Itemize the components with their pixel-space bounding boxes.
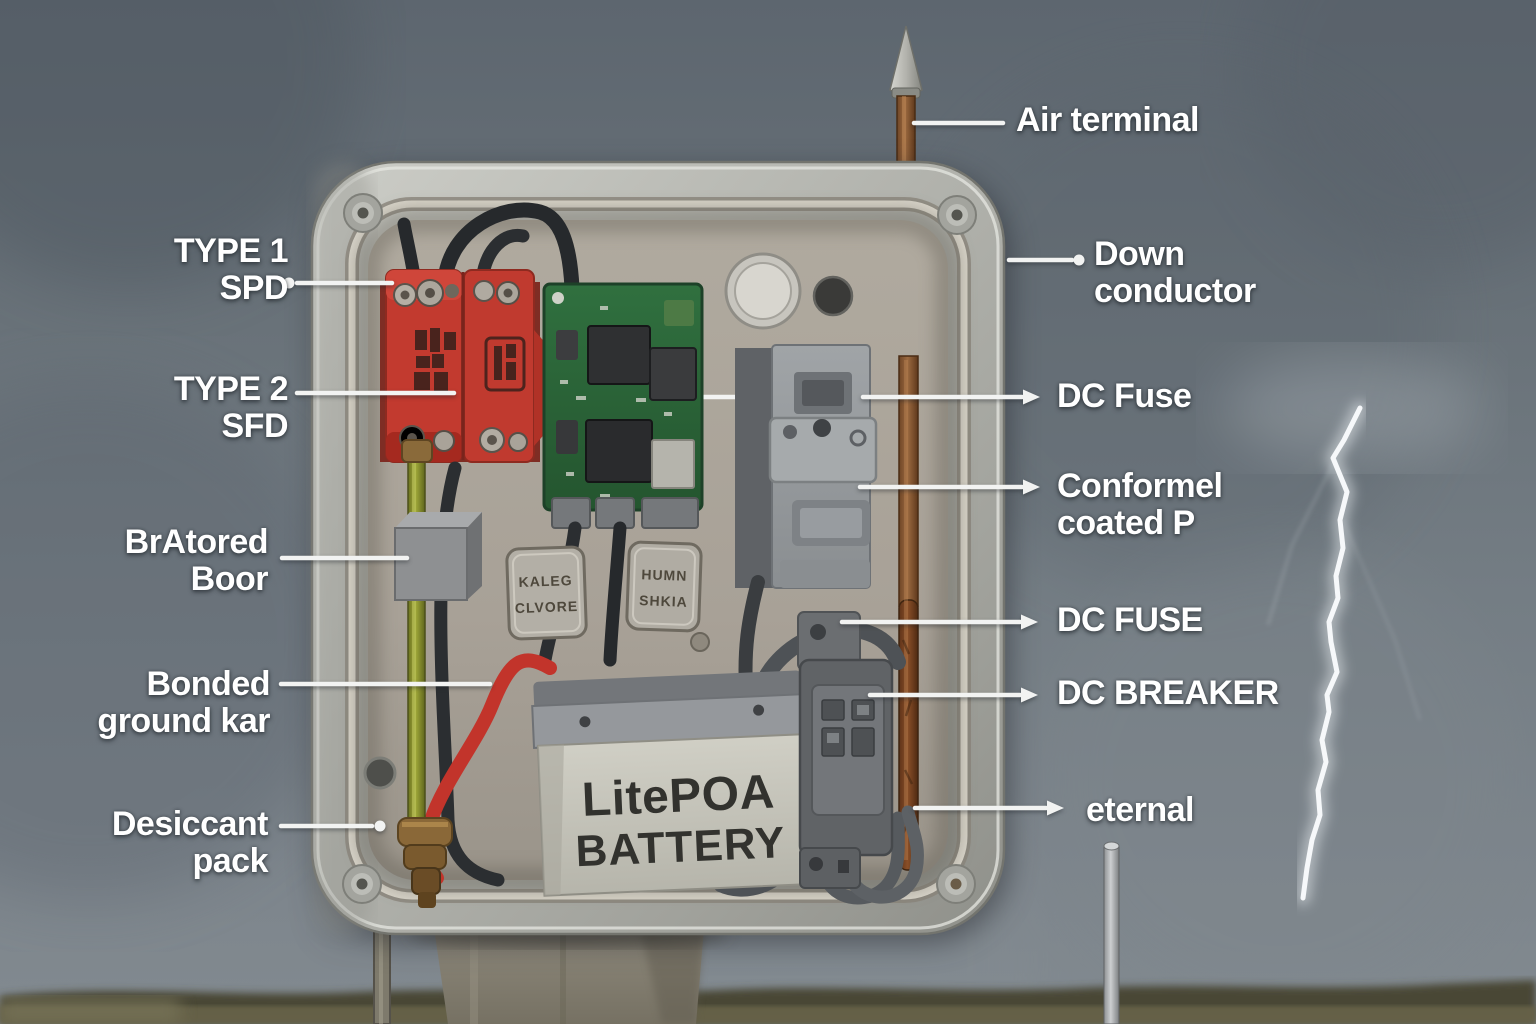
label-air-terminal: Air terminal <box>1016 102 1199 139</box>
spd-markings <box>414 328 526 392</box>
leader-dc-breaker <box>867 687 1038 703</box>
label-line: Desiccant <box>111 805 269 843</box>
label-desiccant-pack: Desiccant pack <box>20 805 269 880</box>
screw-icon <box>342 864 382 904</box>
label-dc-fuse-caps: DC FUSE <box>1057 602 1203 639</box>
label-line: DC Fuse <box>1057 377 1192 415</box>
label-line: Air terminal <box>1016 101 1199 139</box>
label-bratored-boor: BrAtored Boor <box>20 523 269 598</box>
relay-block-left: KALEG CLVORE <box>505 545 588 641</box>
label-line: Down <box>1094 235 1185 273</box>
screw-icon <box>343 193 383 233</box>
corner-screws <box>342 193 977 904</box>
leader-lines <box>278 120 1085 832</box>
screw-icon <box>936 864 976 904</box>
label-conformel-coated-p: Conformel coated P <box>1057 468 1223 542</box>
screw-icon <box>937 195 977 235</box>
battery-brand: LitePOA <box>581 766 776 827</box>
label-line: ground kar <box>97 702 270 740</box>
leader-down-conductor <box>1006 254 1085 266</box>
pcb-connectors <box>551 497 699 529</box>
label-line: TYPE 2 <box>173 370 289 408</box>
label-dc-breaker: DC BREAKER <box>1057 675 1279 712</box>
battery: LitePOA BATTERY <box>531 670 812 897</box>
label-line: SPD <box>219 269 289 307</box>
gland-knockout <box>724 252 802 330</box>
bonded-junction-block <box>394 439 482 843</box>
label-dc-fuse: DC Fuse <box>1057 377 1192 415</box>
dc-fuse-holder <box>735 344 878 589</box>
label-line: BrAtored <box>124 523 269 561</box>
leader-conformel <box>857 479 1040 495</box>
type1-spd-modules <box>380 269 548 463</box>
label-line: DC BREAKER <box>1057 674 1279 712</box>
battery-type: BATTERY <box>575 818 787 876</box>
relay-block-right: HUMN SHKIA <box>625 540 703 633</box>
circuit-board <box>542 282 704 529</box>
leader-desiccant <box>278 820 386 832</box>
label-line: eternal <box>1086 791 1195 829</box>
down-conductor-rod-inner <box>898 355 919 871</box>
vent-plug <box>363 756 397 790</box>
enclosure-inner-rim <box>345 197 971 903</box>
relay-left-line1: KALEG <box>518 572 573 590</box>
label-line: DC FUSE <box>1057 601 1203 639</box>
label-bonded-ground-kar: Bonded ground kar <box>14 666 270 740</box>
brass-ground-fitting <box>397 817 453 908</box>
label-line: TYPE 1 <box>173 232 289 270</box>
relay-right-line1: HUMN <box>641 566 688 584</box>
label-line: Conformel <box>1057 467 1223 505</box>
label-line: pack <box>192 842 269 880</box>
label-eternal: eternal <box>1086 791 1195 829</box>
push-button <box>812 275 854 317</box>
label-line: SFD <box>221 407 289 445</box>
spd-screws <box>393 279 528 453</box>
label-line: coated P <box>1057 504 1195 542</box>
leader-dc-fuse <box>860 389 1040 405</box>
leader-type1-spd <box>283 277 395 289</box>
relay-right-line2: SHKIA <box>639 592 688 610</box>
label-line: conductor <box>1094 272 1256 310</box>
lightning-bolt <box>1222 353 1482 905</box>
mounting-pole <box>408 921 728 1024</box>
label-line: Bonded <box>146 665 270 703</box>
leader-dc-fuse-caps <box>839 614 1038 630</box>
panel-screw <box>690 632 710 652</box>
relay-left-line2: CLVORE <box>515 598 579 616</box>
label-line: Boor <box>190 560 269 598</box>
dc-breaker <box>797 611 894 889</box>
label-type2-sfd: TYPE 2 SFD <box>40 370 289 445</box>
label-type1-spd: TYPE 1 SPD <box>40 232 289 307</box>
ground-rod-pole <box>1103 841 1120 1024</box>
label-down-conductor: Down conductor <box>1094 236 1256 310</box>
conduit-stub <box>373 921 391 1024</box>
leader-eternal <box>912 800 1064 816</box>
